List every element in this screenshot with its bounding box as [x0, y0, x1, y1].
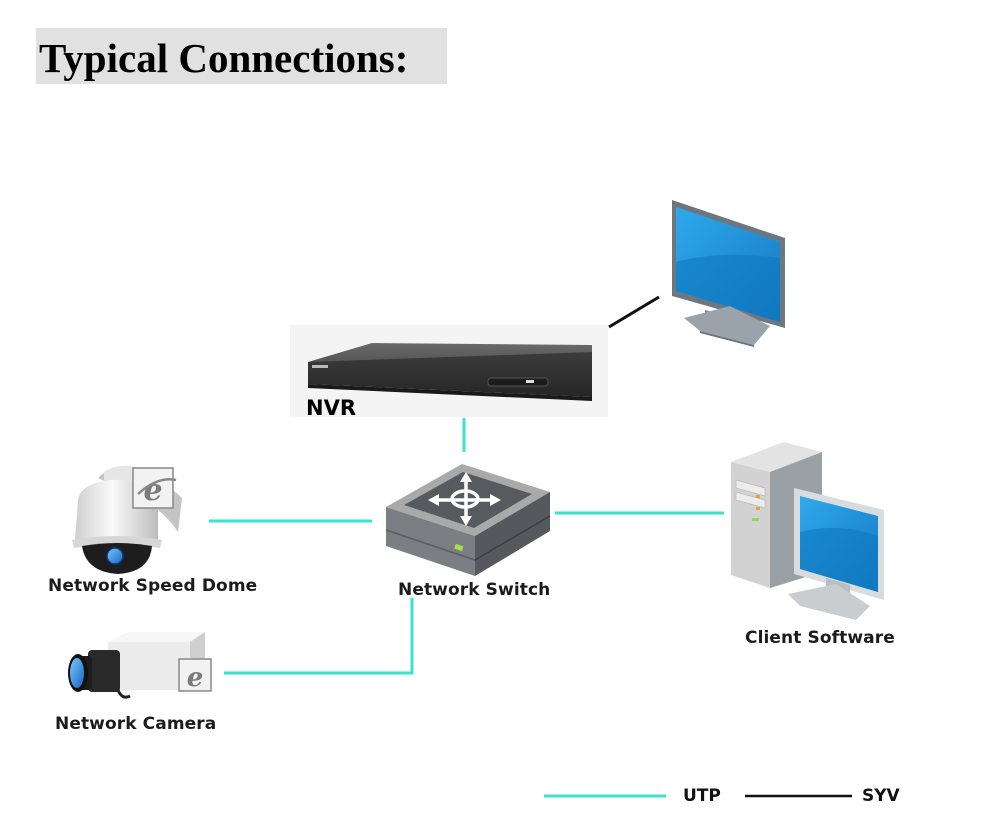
nvr-icon — [308, 343, 592, 401]
utp-connections — [209, 418, 724, 675]
ie-logo-icon: e — [143, 473, 162, 508]
ie-logo-icon: e — [187, 663, 204, 693]
legend-utp-label: UTP — [683, 786, 721, 806]
page-title: Typical Connections: — [36, 28, 447, 84]
syv-cable — [608, 295, 660, 329]
network-switch-icon — [385, 464, 551, 576]
nvr-label: NVR — [306, 396, 356, 420]
network-camera-icon: e — [68, 632, 212, 699]
monitor-icon — [672, 200, 785, 347]
client-pc-icon — [731, 442, 884, 620]
network-speed-dome-label: Network Speed Dome — [48, 576, 258, 596]
utp-cable-camera-switch — [224, 598, 414, 675]
connection-nvr-monitor-syv — [608, 295, 660, 329]
client-software-label: Client Software — [745, 628, 895, 648]
legend-syv-label: SYV — [862, 786, 900, 806]
network-switch-label: Network Switch — [398, 580, 551, 600]
network-speed-dome-icon: e — [72, 465, 182, 574]
network-camera-label: Network Camera — [55, 714, 217, 734]
